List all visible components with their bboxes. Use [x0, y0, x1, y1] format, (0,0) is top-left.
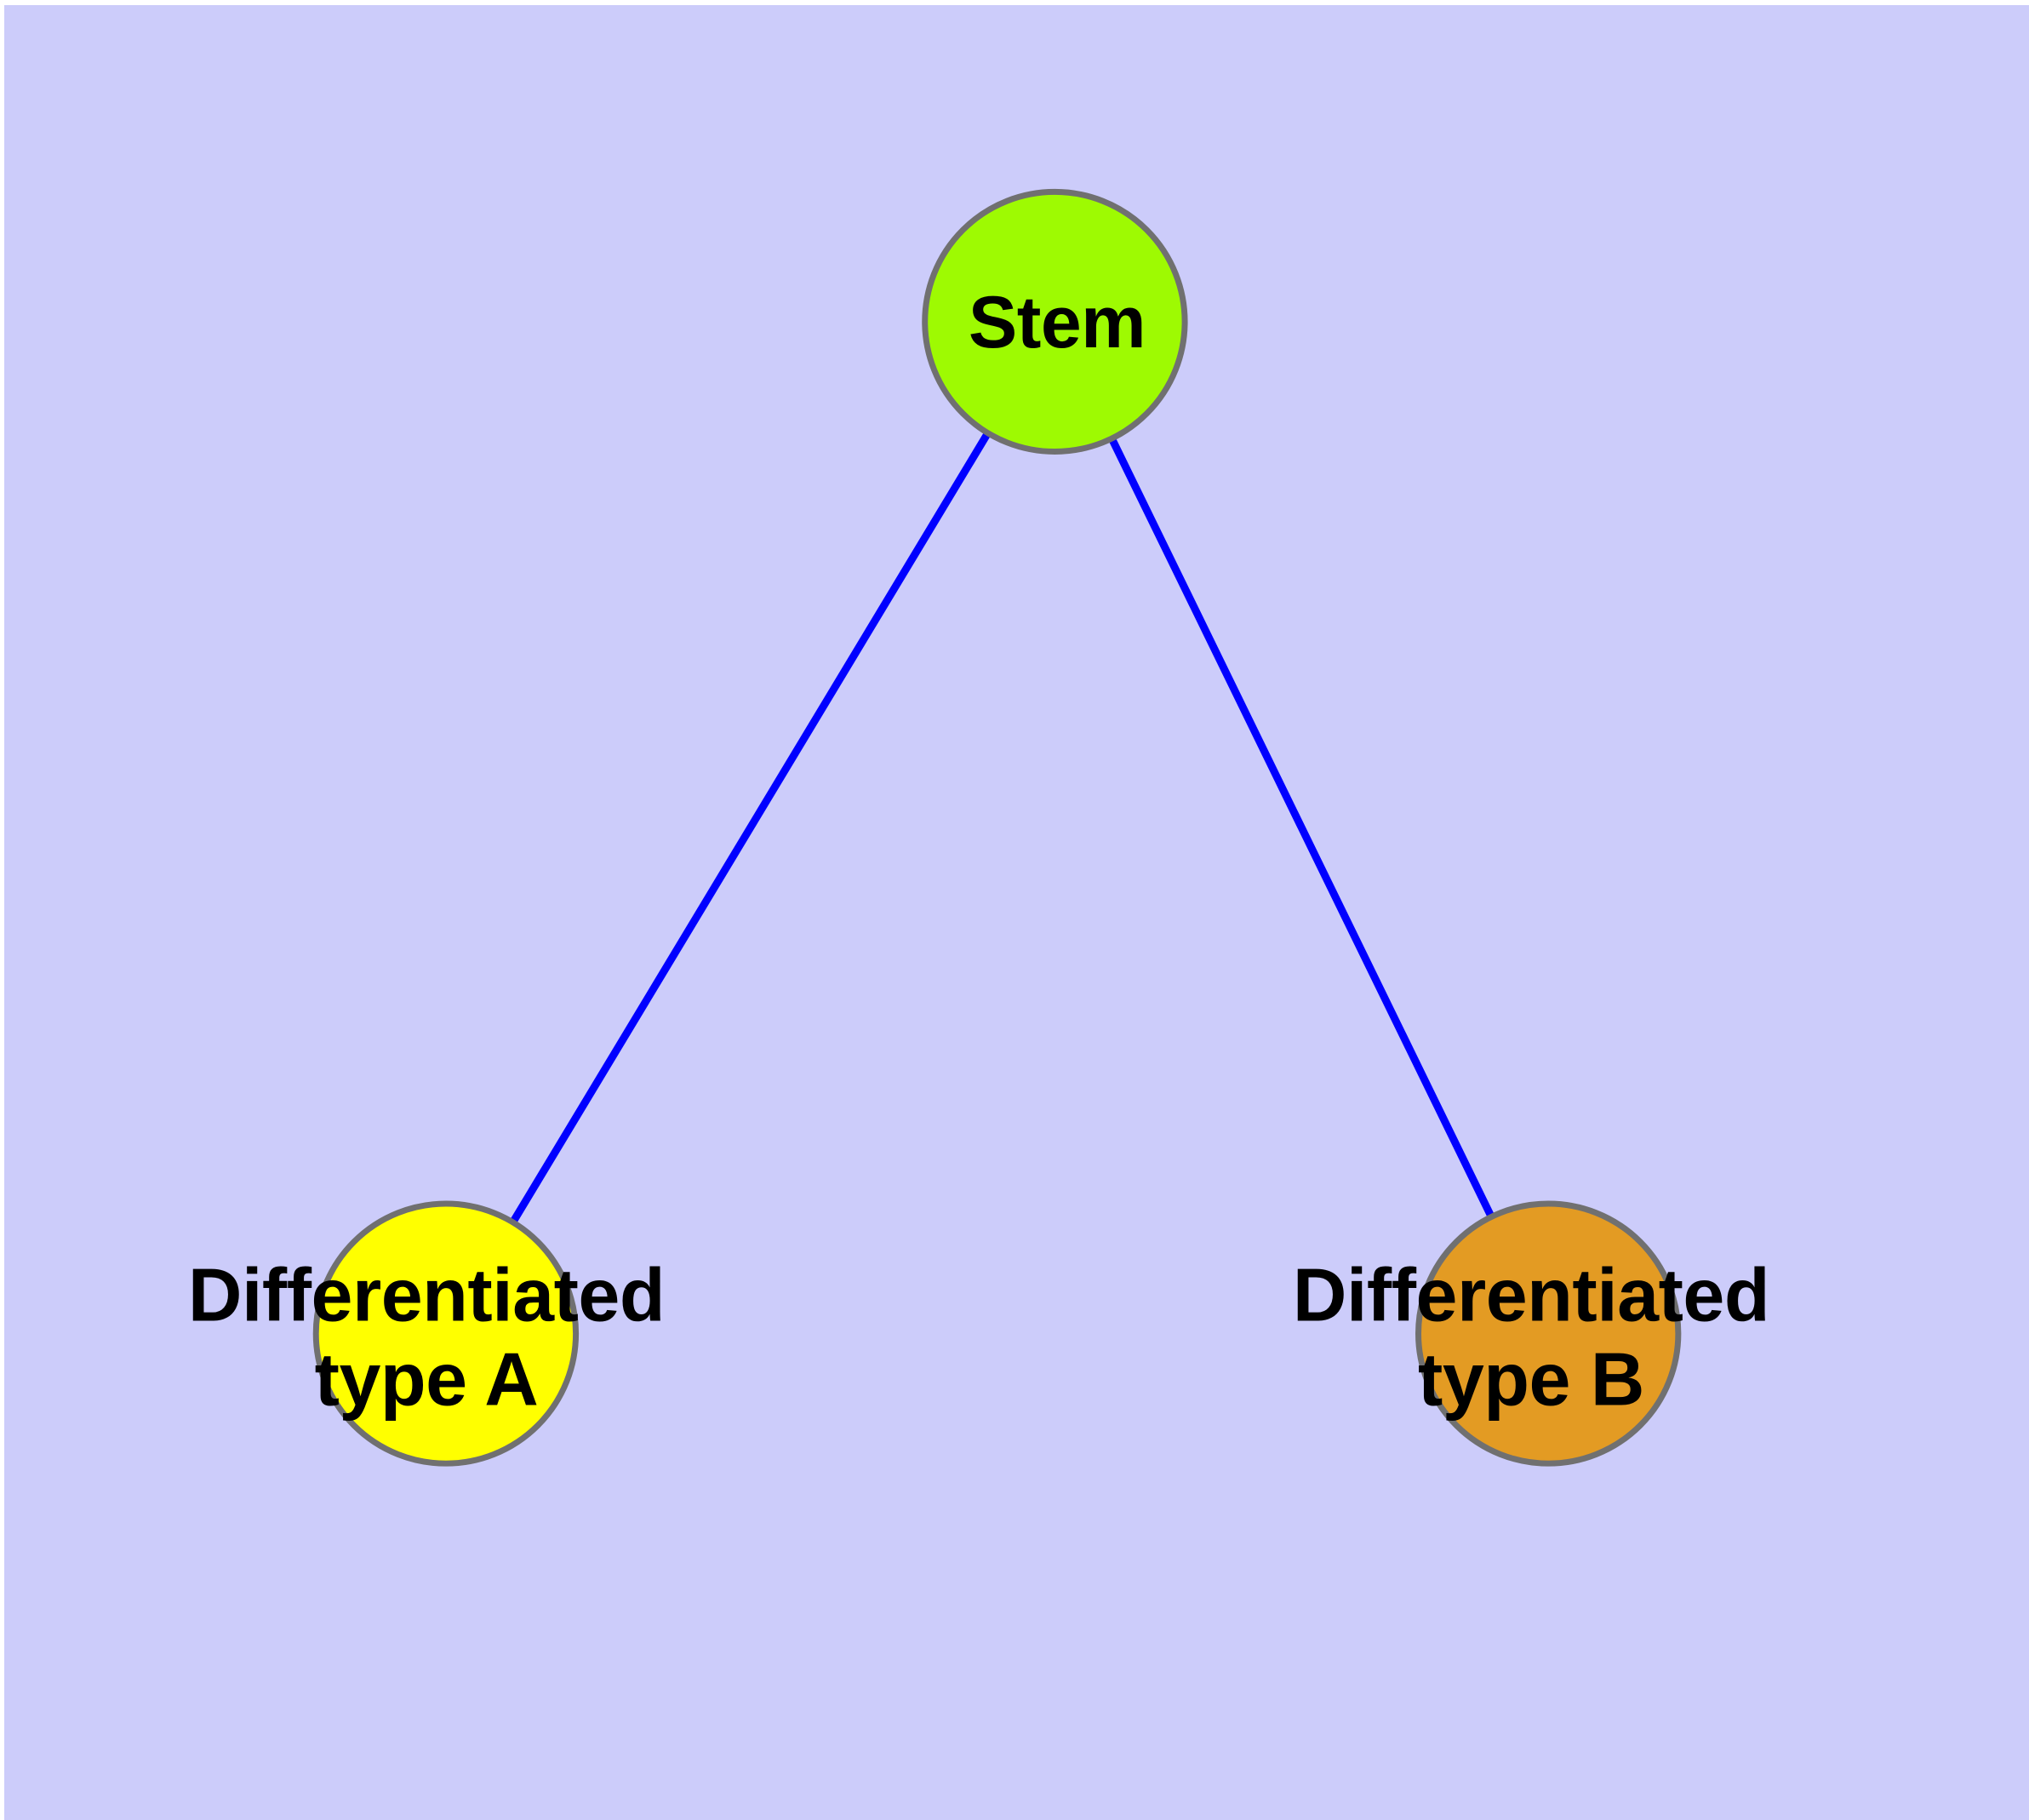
graph-node-stem[interactable]	[922, 188, 1188, 455]
edges-layer	[509, 431, 1495, 1225]
graph-edge[interactable]	[1108, 437, 1495, 1219]
graph-node-diff-a[interactable]	[312, 1200, 580, 1467]
graph-node-diff-b[interactable]	[1415, 1200, 1682, 1467]
nodes-layer	[312, 188, 1682, 1467]
graph-edge[interactable]	[509, 431, 992, 1225]
graph-svg	[312, 188, 1682, 1467]
